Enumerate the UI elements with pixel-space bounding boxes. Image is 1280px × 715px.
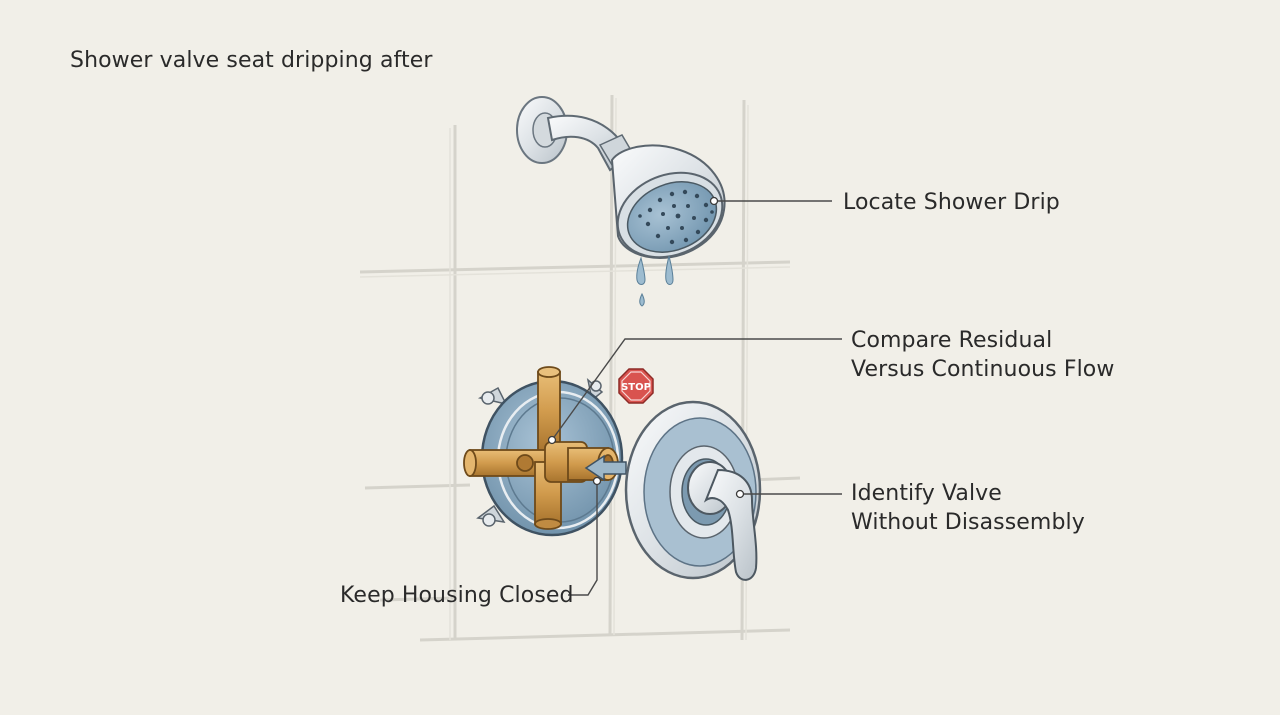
leader-lines — [551, 200, 842, 596]
inspection-arrow — [584, 454, 627, 482]
leader-dots — [547, 196, 745, 499]
label-locate-shower-drip: Locate Shower Drip — [843, 190, 1060, 215]
valve-handle — [687, 461, 758, 581]
label-identify-line1: Identify Valve — [851, 481, 1002, 506]
label-compare-line1: Compare Residual — [851, 328, 1053, 353]
leader-keep — [568, 481, 598, 596]
label-compare-flow: Compare Residual Versus Continuous Flow — [851, 326, 1114, 384]
label-identify-line2: Without Disassembly — [851, 510, 1085, 535]
label-keep-housing-closed: Keep Housing Closed — [340, 583, 574, 608]
stop-sign-text: STOP — [621, 382, 651, 393]
shower-head — [610, 144, 726, 260]
label-compare-line2: Versus Continuous Flow — [851, 357, 1115, 382]
diagram-title: Shower valve seat dripping after — [70, 48, 433, 73]
stop-sign-icon — [618, 368, 654, 404]
water-drips — [636, 255, 674, 307]
leader-compare — [551, 338, 842, 441]
label-identify-valve: Identify Valve Without Disassembly — [851, 479, 1085, 537]
shower-arm — [516, 96, 634, 172]
